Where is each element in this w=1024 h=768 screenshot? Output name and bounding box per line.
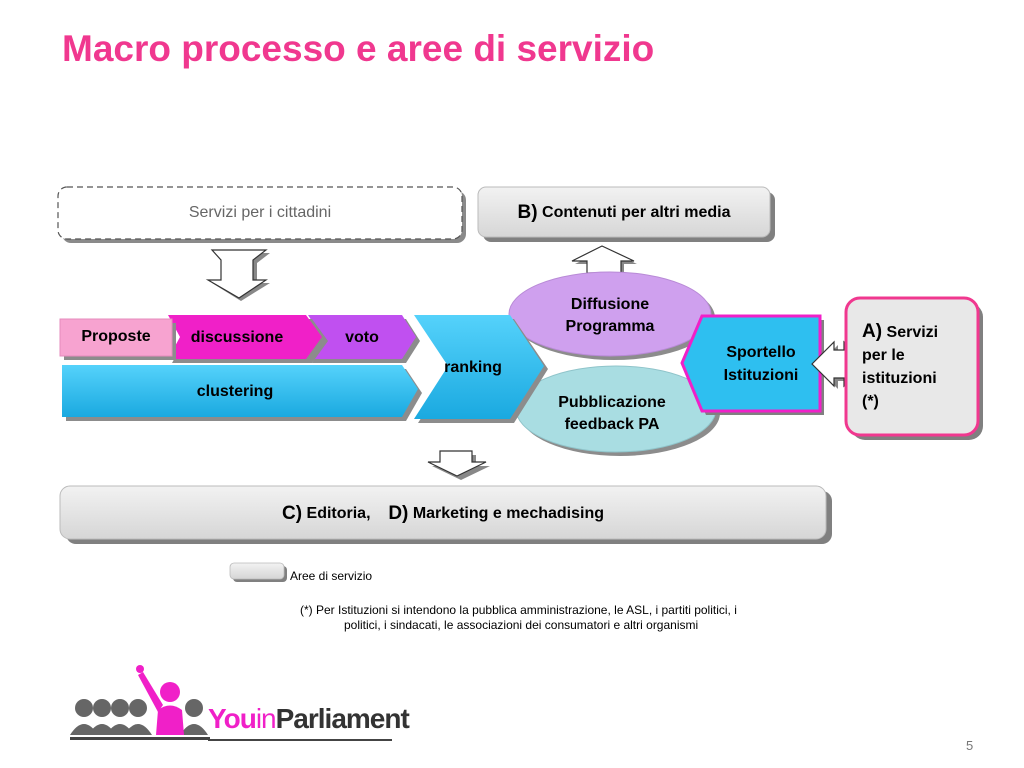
box-a-line1: Servizi <box>886 324 939 341</box>
page-number: 5 <box>966 738 974 753</box>
footnote-line2: politici, i sindacati, le associazioni d… <box>344 618 699 632</box>
logo-parliament: Parliament <box>275 703 410 734</box>
box-a-line2: per le <box>862 347 905 364</box>
citizens-double-arrow <box>205 249 270 301</box>
logo-underline <box>208 739 392 741</box>
logo-wordmark: YouinParliament <box>208 703 410 735</box>
page-title: Macro processo e aree di servizio <box>62 28 655 69</box>
citizens-box-label: Servizi per i cittadini <box>188 204 332 221</box>
sportello-box <box>680 314 822 413</box>
box-b-letter: B) <box>517 202 538 223</box>
box-cd <box>59 485 827 540</box>
legend-label: Aree di servizio <box>290 569 373 583</box>
logo-in: in <box>255 703 277 734</box>
diffusione-line1: Diffusione <box>570 296 650 313</box>
discussione-chevron <box>168 315 322 359</box>
pubblicazione-line2: feedback PA <box>564 416 660 433</box>
logo: YouinParliament <box>66 655 410 745</box>
logo-you: You <box>208 703 257 734</box>
up-arrow-b <box>571 245 637 276</box>
box-b-text: Contenuti per altri media <box>542 204 731 221</box>
discussione-label: discussione <box>190 329 284 346</box>
legend-swatch <box>229 562 285 580</box>
down-arrow-cd <box>427 450 490 480</box>
sportello-line1: Sportello <box>726 344 796 361</box>
box-a-letter: A) <box>862 321 883 342</box>
box-d-text: Marketing e mechadising <box>412 505 604 522</box>
clustering-label: clustering <box>196 383 274 400</box>
clustering-bar <box>62 365 418 417</box>
pubblicazione-line1: Pubblicazione <box>558 394 666 411</box>
proposte-box <box>59 318 173 357</box>
box-a-line4: (*) <box>862 393 879 410</box>
box-cd-label: C) Editoria, D) Marketing e mechadising <box>60 500 826 528</box>
voto-chevron <box>308 315 416 359</box>
box-a <box>844 296 980 437</box>
pubblicazione-label: Pubblicazione feedback PA <box>512 392 712 436</box>
voto-label: voto <box>345 329 379 346</box>
logo-people-icon <box>70 665 210 740</box>
box-c-text: Editoria, <box>306 505 371 522</box>
citizens-box <box>57 186 463 240</box>
box-c-letter: C) <box>282 503 303 524</box>
box-a-line3: istituzioni <box>862 370 937 387</box>
diffusione-ellipse <box>508 271 712 357</box>
footnote: (*) Per Istituzioni si intendono la pubb… <box>300 603 880 633</box>
sportello-label: Sportello Istituzioni <box>702 341 820 387</box>
proposte-label: Proposte <box>81 328 151 345</box>
box-d-letter: D) <box>388 503 409 524</box>
diffusione-label: Diffusione Programma <box>510 294 710 338</box>
ranking-chevron <box>414 315 544 419</box>
ranking-label: ranking <box>444 359 502 376</box>
footnote-line1: (*) Per Istituzioni si intendono la pubb… <box>300 603 737 617</box>
box-b <box>477 186 771 238</box>
sportello-line2: Istituzioni <box>723 367 799 384</box>
box-b-label: B) Contenuti per altri media <box>478 199 770 227</box>
diffusione-line2: Programma <box>565 318 655 335</box>
box-a-label: A) Servizi per le istituzioni (*) <box>862 320 974 413</box>
